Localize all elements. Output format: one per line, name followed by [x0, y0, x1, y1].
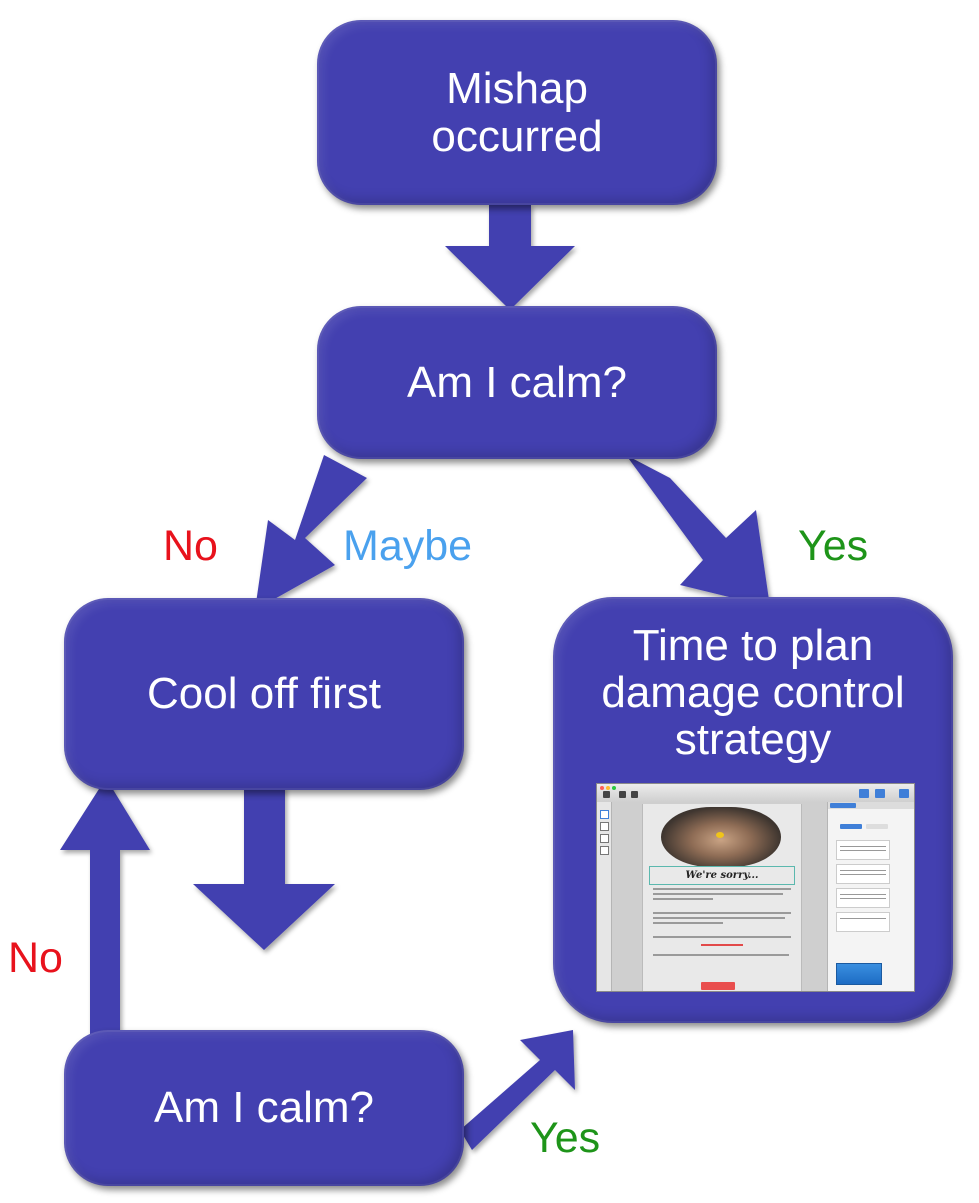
toolbar-panel-icon [899, 789, 909, 798]
template-card [836, 888, 890, 908]
edge-label-no-bottom: No [8, 934, 63, 982]
toolbar-tool-icon [619, 791, 626, 798]
card-line [840, 874, 886, 875]
node-calm-2-label: Am I calm? [153, 1083, 375, 1133]
arrow-calm-to-cooloff [255, 455, 367, 610]
arrow-calm2-to-cooloff [60, 778, 150, 1045]
edge-label-yes-top: Yes [798, 522, 869, 570]
panel-tabs [828, 802, 914, 809]
body-text-line [653, 888, 791, 890]
toolbar-tool-icon [631, 791, 638, 798]
edge-label-yes-bottom: Yes [530, 1114, 601, 1162]
toolbar-panel-icon [875, 789, 885, 798]
node-plan-damage-control: Time to plan damage control strategy We'… [553, 597, 953, 1023]
node-mishap-occurred: Mishap occurred [317, 20, 717, 205]
edge-label-maybe: Maybe [343, 522, 473, 570]
body-text-line [653, 936, 791, 938]
body-text-line [653, 912, 791, 914]
card-line [840, 898, 886, 899]
arrow-cooloff-to-calm2 [193, 786, 335, 950]
layout-guide [649, 866, 795, 885]
email-heading: We're sorry... [685, 870, 759, 881]
cta-button [701, 982, 735, 990]
panel-tab-active [830, 803, 856, 808]
node-calm-1-label: Am I calm? [406, 357, 628, 407]
select-tool-icon [600, 810, 609, 819]
node-mishap-label: Mishap occurred [431, 64, 603, 161]
close-dot-icon [600, 786, 604, 790]
node-cool-off-label: Cool off first [147, 669, 381, 719]
email-page: We're sorry... [642, 804, 802, 991]
node-am-i-calm-top: Am I calm? [317, 306, 717, 459]
card-line [840, 918, 886, 919]
arrow-mishap-to-calm [445, 204, 575, 310]
embedded-screenshot: We're sorry... [596, 783, 915, 992]
minimize-dot-icon [606, 786, 610, 790]
toolbar-tool-icon [603, 791, 610, 798]
device-tool-icon [600, 822, 609, 831]
edge-label-no-top: No [163, 522, 218, 570]
body-text-line [653, 898, 713, 900]
template-card [836, 840, 890, 860]
card-line [840, 846, 886, 847]
node-cool-off-first: Cool off first [64, 598, 464, 790]
panel-button [840, 824, 862, 829]
arrow-calm2-to-plan [460, 1030, 575, 1150]
zoom-dot-icon [612, 786, 616, 790]
discount-code-line [701, 944, 743, 946]
card-line [840, 894, 886, 895]
flower-icon [716, 832, 724, 838]
screenshot-left-toolbar [597, 802, 612, 991]
toolbar-panel-icon [859, 789, 869, 798]
template-card [836, 912, 890, 932]
device-tool-icon [600, 834, 609, 843]
screenshot-right-panel [827, 802, 914, 991]
arrow-calm-to-plan [626, 455, 770, 607]
card-line [840, 850, 886, 851]
body-text-line [653, 917, 785, 919]
preview-thumbnail [836, 963, 882, 985]
device-tool-icon [600, 846, 609, 855]
body-text-line [653, 954, 789, 956]
panel-button [866, 824, 888, 829]
template-card [836, 864, 890, 884]
card-line [840, 870, 886, 871]
screenshot-toolbar [597, 784, 914, 803]
hero-image [661, 807, 781, 867]
node-plan-label: Time to plan damage control strategy [601, 621, 905, 765]
body-text-line [653, 893, 783, 895]
body-text-line [653, 922, 723, 924]
node-am-i-calm-bottom: Am I calm? [64, 1030, 464, 1186]
screenshot-canvas: We're sorry... [612, 802, 827, 991]
